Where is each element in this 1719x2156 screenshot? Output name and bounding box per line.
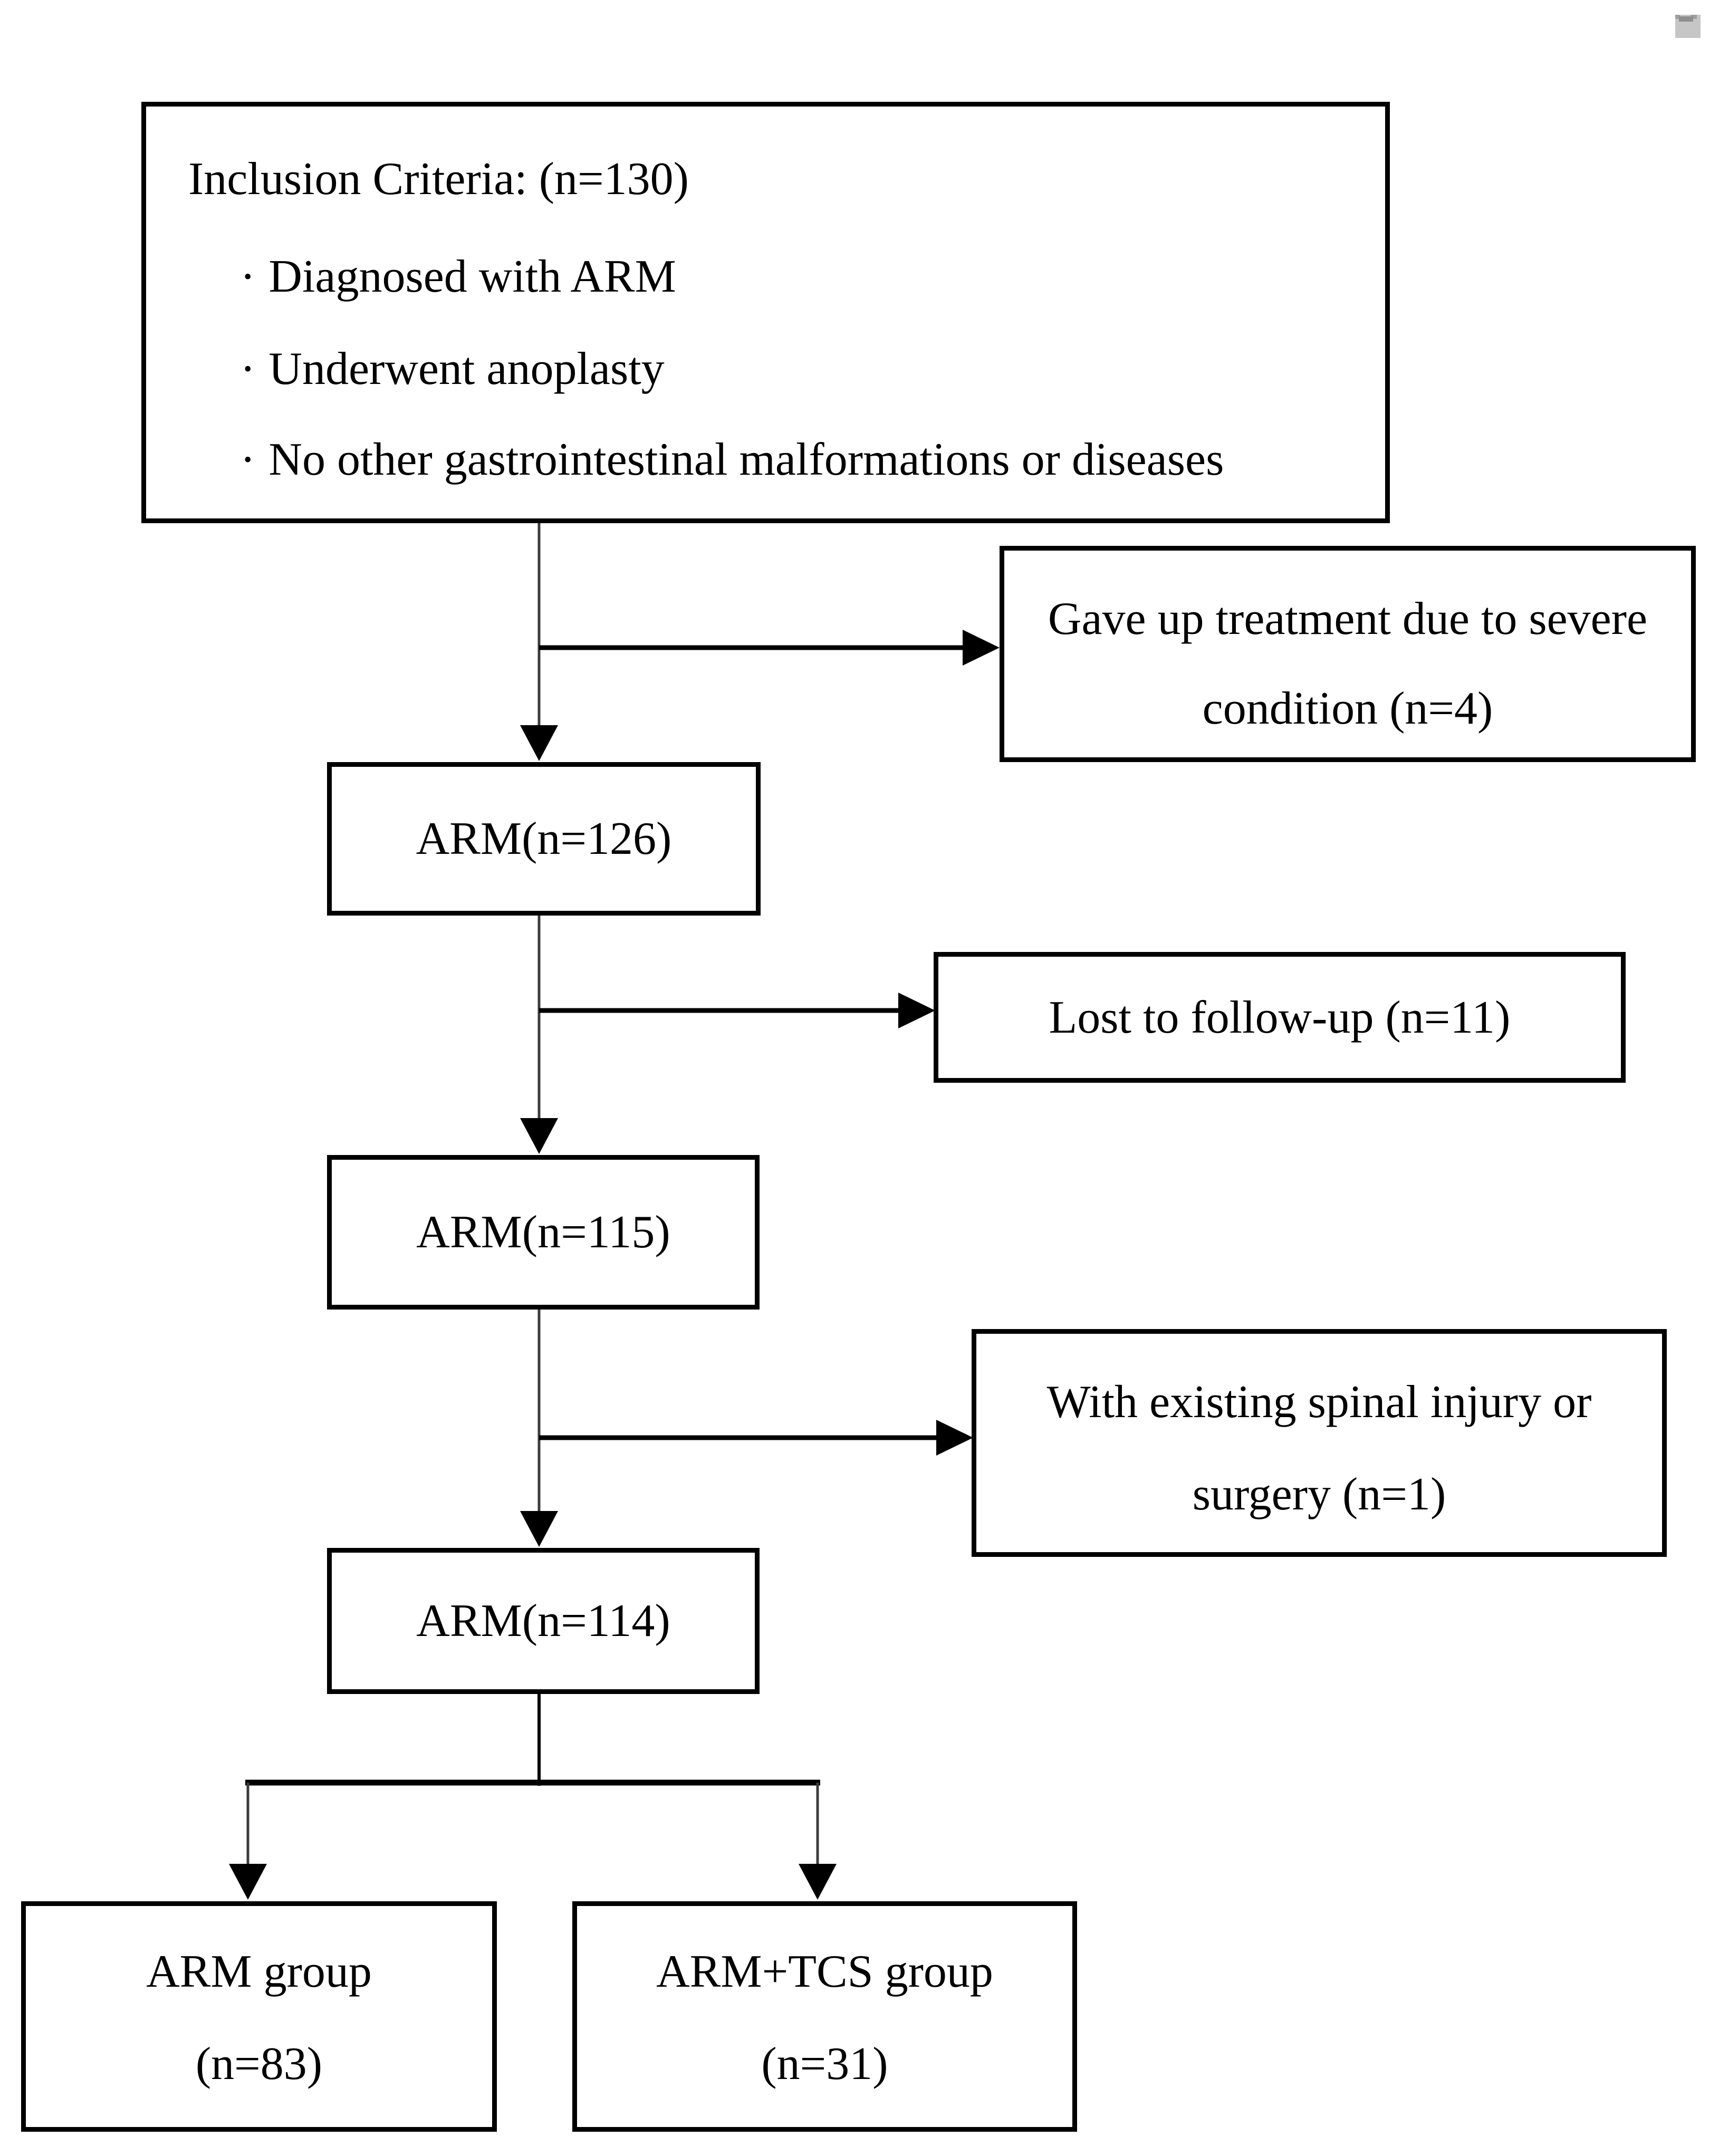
arrowhead-down-arm126: [520, 725, 558, 761]
bullet-icon: •: [244, 263, 252, 290]
inclusion-bullet-item-1: • Diagnosed with ARM: [244, 247, 676, 305]
group-name: ARM+TCS group: [656, 1946, 993, 1997]
icon-detail: [1675, 15, 1680, 19]
arrowhead-down-arm-group: [229, 1864, 267, 1900]
exclusion-line: surgery (n=1): [1192, 1469, 1446, 1520]
icon-detail: [1679, 16, 1693, 22]
stage-box-arm126: ARM(n=126): [327, 762, 761, 916]
group-count: (n=31): [761, 2038, 888, 2090]
arrowhead-right-gave-up: [963, 630, 1000, 666]
stage-label: ARM(n=126): [416, 813, 672, 864]
arrowhead-down-arm114: [520, 1511, 558, 1547]
bullet-text: No other gastrointestinal malformations …: [268, 434, 1224, 485]
icon-detail: [1691, 15, 1697, 19]
exclusion-box-spinal: With existing spinal injury or surgery (…: [972, 1329, 1667, 1557]
exclusion-box-gave-up: Gave up treatment due to severe conditio…: [1000, 546, 1696, 762]
stage-box-arm115: ARM(n=115): [327, 1155, 760, 1310]
group-box-arm: ARM group (n=83): [21, 1901, 497, 2132]
group-count: (n=83): [195, 2038, 323, 2090]
exclusion-box-lost-followup: Lost to follow-up (n=11): [934, 952, 1626, 1083]
inclusion-title: Inclusion Criteria: (n=130): [188, 153, 689, 205]
exclusion-line: Gave up treatment due to severe: [1048, 593, 1648, 644]
bullet-icon: •: [244, 355, 252, 382]
arrowhead-down-arm-tcs-group: [799, 1864, 837, 1900]
image-placeholder-icon: [1675, 15, 1701, 38]
group-box-arm-tcs: ARM+TCS group (n=31): [572, 1901, 1077, 2132]
bullet-icon: •: [244, 446, 252, 473]
stage-label: ARM(n=114): [416, 1595, 670, 1647]
exclusion-line: condition (n=4): [1202, 683, 1493, 734]
inclusion-bullet-item-2: • Underwent anoplasty: [244, 340, 665, 398]
exclusion-line: With existing spinal injury or: [1046, 1377, 1592, 1428]
arrowhead-right-spinal: [936, 1420, 973, 1456]
exclusion-line: Lost to follow-up (n=11): [1049, 992, 1511, 1043]
inclusion-criteria-box: Inclusion Criteria: (n=130) • Diagnosed …: [141, 102, 1390, 523]
arrowhead-right-lost-followup: [898, 993, 935, 1028]
group-name: ARM group: [146, 1946, 372, 1997]
arrowhead-down-arm115: [520, 1118, 558, 1154]
bullet-text: Underwent anoplasty: [268, 343, 665, 394]
inclusion-bullet-item-3: • No other gastrointestinal malformation…: [244, 430, 1224, 488]
stage-label: ARM(n=115): [416, 1207, 670, 1258]
bullet-text: Diagnosed with ARM: [268, 251, 676, 302]
stage-box-arm114: ARM(n=114): [327, 1548, 760, 1694]
